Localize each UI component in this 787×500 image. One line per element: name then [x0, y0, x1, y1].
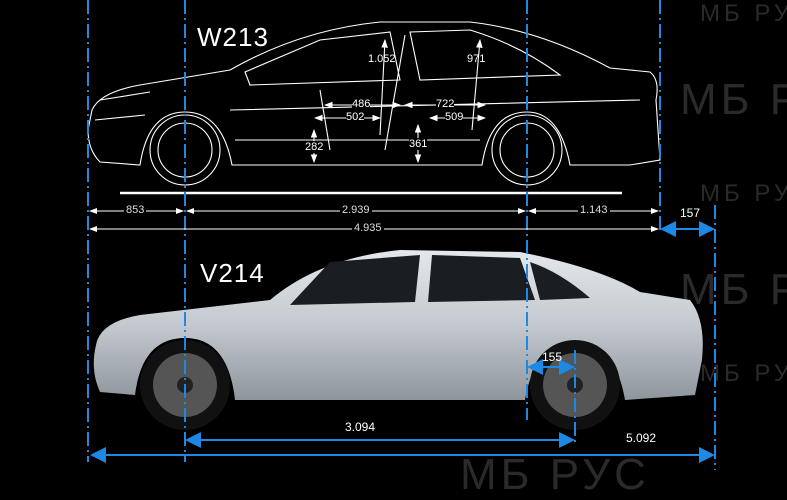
- diagram-canvas: [87, 0, 716, 470]
- rear-overhang-label: 1.143: [578, 204, 610, 216]
- rear-seat-height-label: 361: [409, 138, 428, 150]
- front-legroom-a-label: 486: [352, 98, 371, 110]
- w213-wheelbase-label: 2.939: [340, 204, 372, 216]
- wheelbase-increase-label: 155: [542, 350, 563, 364]
- watermark: МБ РУС: [680, 265, 787, 314]
- w213-car-drawing: [87, 21, 661, 195]
- watermark: МБ РУС: [680, 75, 787, 124]
- v214-title: V214: [200, 258, 265, 288]
- v214-dimension-lines: [90, 221, 715, 463]
- rear-legroom-a-label: 722: [436, 98, 455, 110]
- w213-length-label: 4.935: [352, 222, 384, 234]
- w213-title: W213: [197, 22, 269, 52]
- front-overhang-label: 853: [124, 204, 147, 216]
- rear-headroom-label: 971: [467, 53, 486, 65]
- front-headroom-label: 1.052: [368, 53, 396, 65]
- front-seat-height-label: 282: [305, 141, 324, 153]
- rear-legroom-b-label: 509: [445, 111, 464, 123]
- length-increase-label: 157: [680, 206, 701, 220]
- v214-wheelbase-label: 3.094: [345, 420, 376, 434]
- front-legroom-b-label: 502: [346, 111, 365, 123]
- reference-lines: [87, 0, 716, 470]
- v214-length-label: 5.092: [626, 431, 657, 445]
- watermark: МБ РУС: [700, 180, 787, 207]
- watermark: МБ РУС: [700, 0, 787, 27]
